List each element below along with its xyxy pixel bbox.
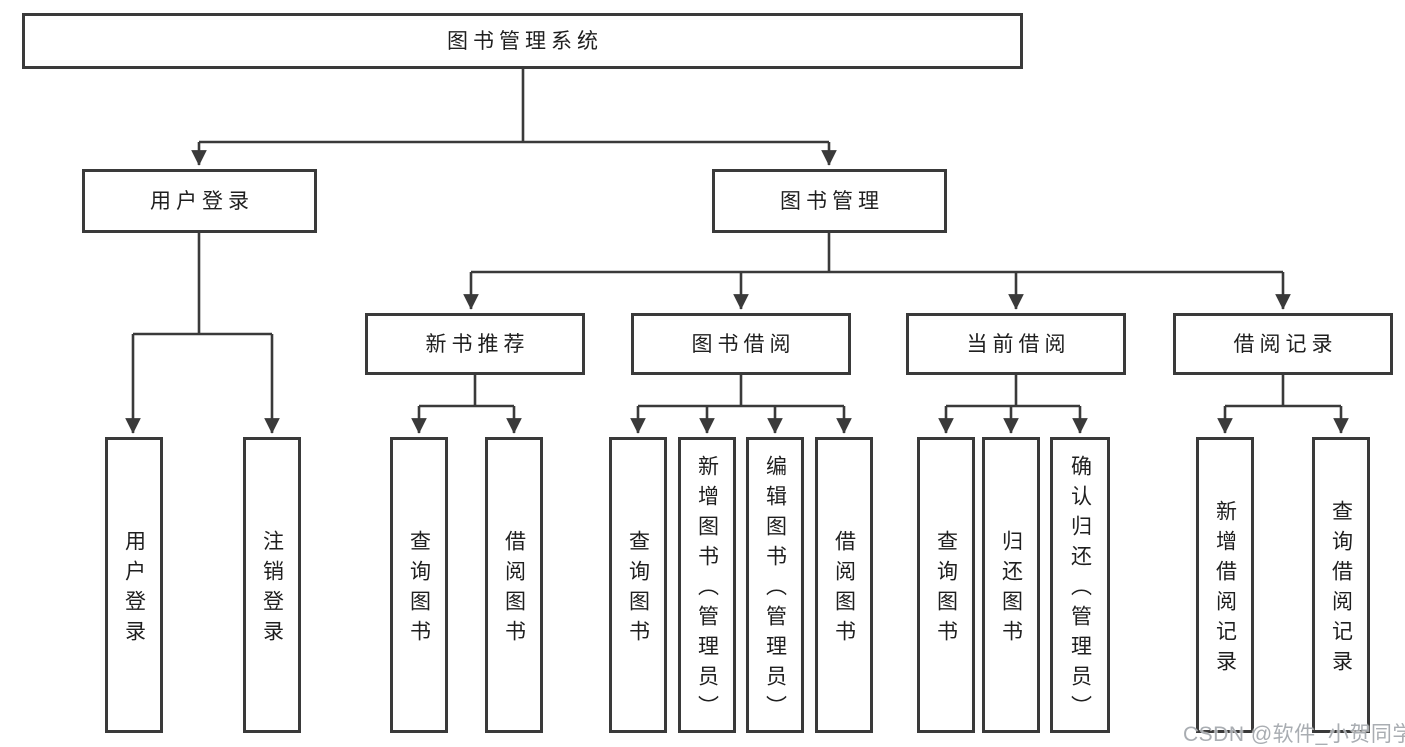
node-label: 借阅记录 <box>1233 332 1338 356</box>
leaf-edit-book-admin: 编辑图书（管理员） <box>746 437 804 733</box>
node-borrow-record: 借阅记录 <box>1173 313 1393 375</box>
node-new-book-recommend: 新书推荐 <box>365 313 585 375</box>
leaf-confirm-return-admin: 确认归还（管理员） <box>1050 437 1110 733</box>
leaf-borrow-book: 借阅图书 <box>485 437 543 733</box>
leaf-label: 新增借阅记录 <box>1213 499 1237 680</box>
connector-root-to-level2 <box>191 69 837 166</box>
csdn-watermark: CSDN @软件_小贺同学 <box>1183 723 1405 746</box>
leaf-logout: 注销登录 <box>243 437 301 733</box>
node-current-borrow: 当前借阅 <box>906 313 1126 375</box>
leaf-label: 编辑图书（管理员） <box>763 454 787 725</box>
leaf-return-book: 归还图书 <box>982 437 1040 733</box>
node-label: 新书推荐 <box>425 332 530 356</box>
node-label: 图书管理系统 <box>447 29 603 53</box>
leaf-label: 查询图书 <box>934 529 958 650</box>
leaf-borrow-book: 借阅图书 <box>815 437 873 733</box>
node-user-login: 用户登录 <box>82 169 317 233</box>
connector-book-mgmt-to-level3 <box>463 233 1291 310</box>
connector-current-borrow-to-leaves <box>938 375 1088 434</box>
leaf-add-book-admin: 新增图书（管理员） <box>678 437 736 733</box>
leaf-label: 新增图书（管理员） <box>695 454 719 725</box>
node-label: 图书借阅 <box>691 332 796 356</box>
leaf-label: 借阅图书 <box>502 529 526 650</box>
leaf-query-book: 查询图书 <box>917 437 975 733</box>
leaf-label: 注销登录 <box>260 529 284 650</box>
leaf-label: 借阅图书 <box>832 529 856 650</box>
leaf-label: 归还图书 <box>999 529 1023 650</box>
leaf-label: 用户登录 <box>122 529 146 650</box>
leaf-query-borrow-record: 查询借阅记录 <box>1312 437 1370 733</box>
node-book-borrow: 图书借阅 <box>631 313 851 375</box>
leaf-user-login: 用户登录 <box>105 437 163 733</box>
node-label: 当前借阅 <box>966 332 1071 356</box>
leaf-query-book: 查询图书 <box>609 437 667 733</box>
node-library-system: 图书管理系统 <box>22 13 1023 69</box>
leaf-query-book: 查询图书 <box>390 437 448 733</box>
leaf-label: 查询借阅记录 <box>1329 499 1353 680</box>
node-label: 图书管理 <box>780 189 884 213</box>
connector-book-borrow-to-leaves <box>630 375 852 434</box>
connector-borrow-record-to-leaves <box>1217 375 1349 434</box>
connector-new-book-rec-to-leaves <box>411 375 522 434</box>
node-book-management: 图书管理 <box>712 169 947 233</box>
node-label: 用户登录 <box>150 189 254 213</box>
leaf-label: 查询图书 <box>407 529 431 650</box>
leaf-label: 确认归还（管理员） <box>1068 454 1092 725</box>
leaf-add-borrow-record: 新增借阅记录 <box>1196 437 1254 733</box>
leaf-label: 查询图书 <box>626 529 650 650</box>
connector-user-login-to-leaves <box>125 233 280 434</box>
